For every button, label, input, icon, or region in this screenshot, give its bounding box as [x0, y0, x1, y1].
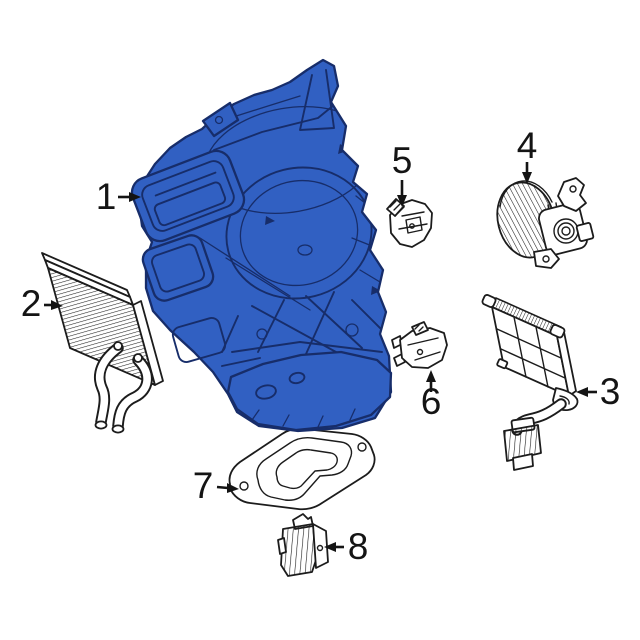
part-6-actuator-lower	[391, 321, 448, 369]
callout-5-label: 5	[391, 139, 413, 181]
callout-8-arrow	[324, 542, 344, 552]
part-2-heater-core	[41, 252, 164, 434]
part-4-blower-motor	[496, 177, 595, 269]
callout-6-label: 6	[420, 380, 442, 422]
part-7-gasket-plate	[228, 427, 376, 511]
callout-8-label: 8	[347, 525, 369, 567]
part-8-resistor-module	[277, 513, 329, 577]
part-5-actuator-upper	[386, 198, 433, 248]
callout-3-label: 3	[599, 370, 621, 412]
callout-2-arrow	[44, 300, 63, 310]
callout-7-arrow	[216, 483, 239, 493]
part-1-hvac-housing	[130, 58, 393, 433]
callout-7-label: 7	[192, 464, 214, 506]
callout-4-label: 4	[516, 124, 538, 166]
callout-1-arrow	[118, 192, 141, 202]
callout-5-arrow	[397, 180, 407, 207]
callout-6-arrow	[426, 370, 436, 392]
callout-2-label: 2	[20, 282, 42, 324]
callout-3-arrow	[576, 387, 597, 397]
callout-1-label: 1	[95, 175, 117, 217]
part-3-evaporator-core	[481, 294, 579, 471]
callout-4-arrow	[522, 162, 532, 184]
housing-duct-opening	[130, 149, 246, 243]
